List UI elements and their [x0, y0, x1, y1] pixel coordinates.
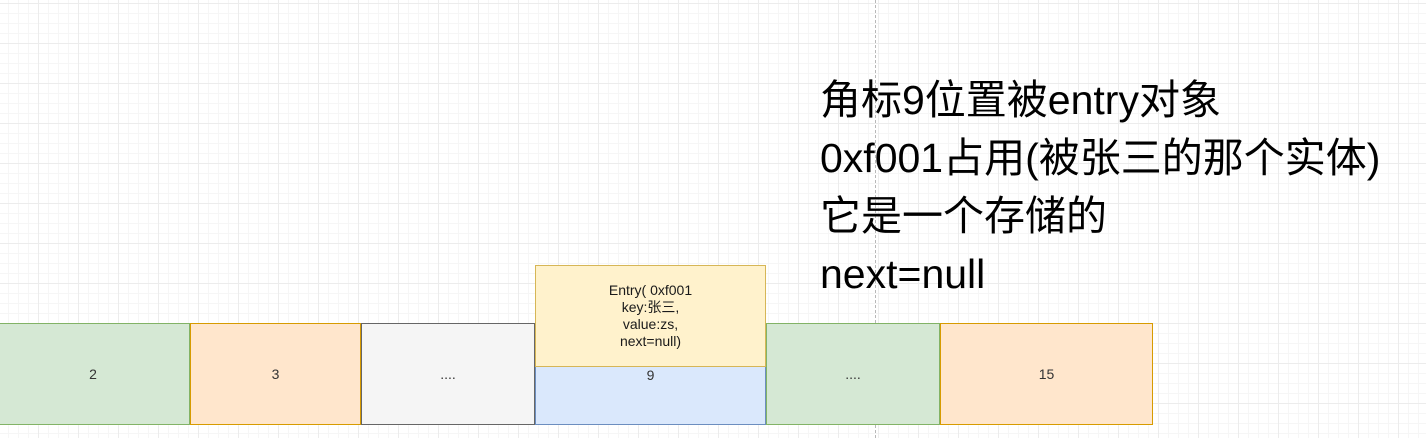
entry-line: key:张三,: [621, 299, 680, 315]
array-cell-label: 3: [271, 366, 280, 382]
note-line: 角标9位置被entry对象: [820, 77, 1221, 123]
array-cell-ellipsis-left[interactable]: ....: [361, 323, 535, 425]
annotation-note: 角标9位置被entry对象 0xf001占用(被张三的那个实体) 它是一个存储的…: [820, 71, 1380, 303]
entry-line: next=null): [619, 333, 682, 349]
array-cell-3[interactable]: 3: [190, 323, 361, 425]
array-cell-label: 9: [646, 367, 655, 383]
note-line: 0xf001占用(被张三的那个实体): [820, 135, 1381, 181]
array-cell-ellipsis-right[interactable]: ....: [766, 323, 940, 425]
dashed-guide-line: [875, 0, 876, 438]
entry-object-box[interactable]: Entry( 0xf001 key:张三, value:zs, next=nul…: [535, 265, 766, 367]
array-cell-label: 15: [1038, 366, 1055, 382]
note-line: 它是一个存储的: [820, 193, 1107, 239]
entry-line: Entry( 0xf001: [608, 282, 693, 298]
note-line: next=null: [820, 251, 986, 297]
array-cell-2[interactable]: 2: [0, 323, 190, 425]
array-cell-label: 2: [89, 366, 97, 382]
array-cell-label: ....: [440, 366, 456, 382]
entry-line: value:zs,: [622, 316, 679, 332]
array-cell-15[interactable]: 15: [940, 323, 1153, 425]
array-cell-label: ....: [845, 366, 861, 382]
